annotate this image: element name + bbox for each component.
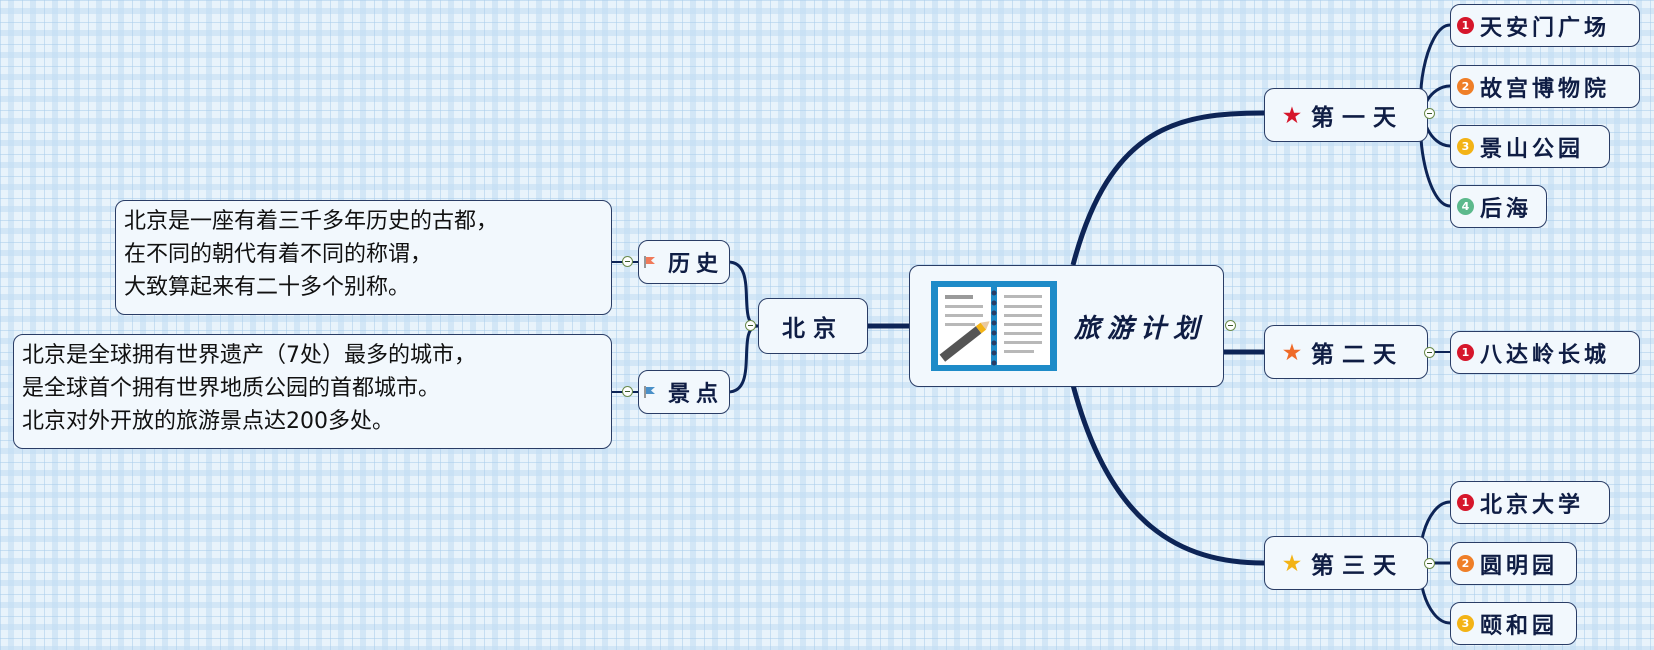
sights-note: 北京是全球拥有世界遗产（7处）最多的城市， 是全球首个拥有世界地质公园的首都城市… [13, 334, 612, 449]
item-label: 北京大学 [1480, 491, 1585, 518]
priority-1-icon: 1 [1457, 344, 1474, 361]
flag-icon [644, 386, 655, 398]
note-line: 是全球首个拥有世界地质公园的首都城市。 [22, 376, 441, 401]
topic-day-1-label: 第一天 [1310, 104, 1404, 131]
priority-1-icon: 1 [1457, 494, 1474, 511]
priority-2-icon: 2 [1457, 78, 1474, 95]
item-label: 景山公园 [1480, 135, 1585, 162]
collapse-toggle-central[interactable] [1225, 320, 1236, 331]
topic-sights-label: 景点 [668, 381, 725, 407]
priority-1-icon: 1 [1457, 17, 1474, 34]
topic-day-3[interactable]: ★ 第三天 [1264, 536, 1428, 590]
topic-beijing[interactable]: 北京 [758, 298, 868, 354]
star-icon: ★ [1283, 103, 1301, 127]
item-label: 颐和园 [1480, 612, 1559, 639]
item-label: 圆明园 [1480, 552, 1559, 579]
star-icon: ★ [1283, 551, 1301, 575]
item-day1-2[interactable]: 2 故宫博物院 [1450, 65, 1640, 108]
item-day3-3[interactable]: 3 颐和园 [1450, 602, 1577, 645]
item-label: 故宫博物院 [1480, 75, 1611, 102]
topic-day-3-label: 第三天 [1310, 552, 1404, 579]
collapse-toggle-history[interactable] [622, 256, 633, 267]
topic-beijing-label: 北京 [782, 315, 844, 342]
central-title: 旅游计划 [1074, 313, 1207, 344]
collapse-toggle-beijing[interactable] [745, 320, 756, 331]
collapse-toggle-day-3[interactable] [1424, 558, 1435, 569]
note-line: 北京是一座有着三千多年历史的古都， [124, 209, 499, 234]
item-label: 天安门广场 [1480, 14, 1611, 41]
topic-day-2-label: 第二天 [1310, 341, 1404, 368]
notebook-pen-icon [930, 280, 1058, 372]
note-line: 大致算起来有二十多个别称。 [124, 275, 411, 300]
item-day2-1[interactable]: 1 八达岭长城 [1450, 331, 1640, 374]
priority-3-icon: 3 [1457, 138, 1474, 155]
note-line: 在不同的朝代有着不同的称谓， [124, 242, 433, 267]
item-day1-1[interactable]: 1 天安门广场 [1450, 4, 1640, 47]
note-line: 北京对外开放的旅游景点达200多处。 [22, 409, 394, 434]
priority-3-icon: 3 [1457, 615, 1474, 632]
collapse-toggle-day-1[interactable] [1424, 108, 1435, 119]
star-icon: ★ [1283, 340, 1301, 364]
central-topic[interactable]: 旅游计划 [909, 265, 1224, 387]
item-day3-2[interactable]: 2 圆明园 [1450, 542, 1577, 585]
flag-icon [644, 256, 655, 268]
priority-2-icon: 2 [1457, 555, 1474, 572]
item-day1-3[interactable]: 3 景山公园 [1450, 125, 1610, 168]
collapse-toggle-day-2[interactable] [1424, 347, 1435, 358]
priority-4-icon: 4 [1457, 198, 1474, 215]
note-line: 北京是全球拥有世界遗产（7处）最多的城市， [22, 343, 476, 368]
topic-history-label: 历史 [668, 251, 725, 277]
collapse-toggle-sights[interactable] [622, 386, 633, 397]
item-label: 八达岭长城 [1480, 341, 1611, 368]
topic-history[interactable]: 历史 [638, 240, 730, 284]
item-day1-4[interactable]: 4 后海 [1450, 185, 1547, 228]
topic-day-1[interactable]: ★ 第一天 [1264, 88, 1428, 142]
item-label: 后海 [1480, 195, 1533, 222]
item-day3-1[interactable]: 1 北京大学 [1450, 481, 1610, 524]
topic-day-2[interactable]: ★ 第二天 [1264, 325, 1428, 379]
topic-sights[interactable]: 景点 [638, 370, 730, 414]
history-note: 北京是一座有着三千多年历史的古都， 在不同的朝代有着不同的称谓， 大致算起来有二… [115, 200, 612, 315]
